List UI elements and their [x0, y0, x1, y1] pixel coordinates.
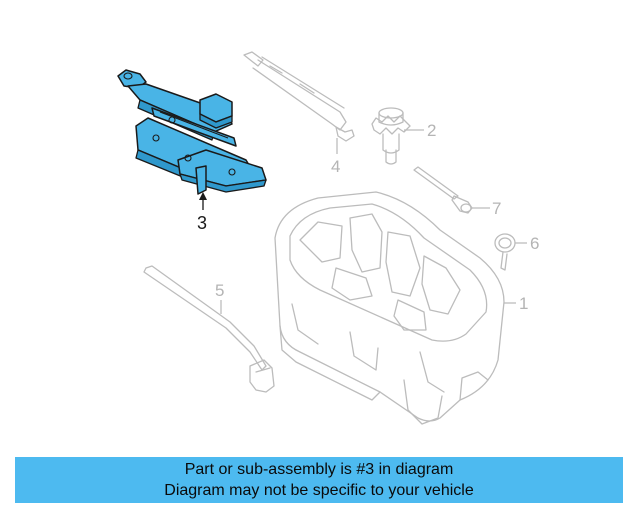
parts-diagram: 1 2 3 4 5 6 7 — [117, 51, 539, 425]
part-5-lug-wrench — [143, 265, 275, 393]
svg-text:2: 2 — [427, 121, 436, 140]
part-7-tool — [413, 166, 473, 214]
info-banner: Part or sub-assembly is #3 in diagram Di… — [15, 457, 623, 503]
callout-1[interactable]: 1 — [504, 294, 528, 313]
callout-3[interactable]: 3 — [197, 192, 207, 233]
part-3-scissor-jack — [117, 69, 267, 195]
part-4-jack-handle — [243, 51, 355, 142]
banner-disclaimer-line: Diagram may not be specific to your vehi… — [164, 482, 474, 499]
svg-text:4: 4 — [331, 157, 340, 176]
part-1-tool-tray — [274, 191, 505, 425]
svg-text:5: 5 — [215, 281, 224, 300]
svg-text:1: 1 — [519, 294, 528, 313]
callout-5[interactable]: 5 — [215, 281, 224, 314]
callout-6[interactable]: 6 — [515, 234, 539, 253]
svg-text:6: 6 — [530, 234, 539, 253]
svg-text:3: 3 — [197, 213, 207, 233]
callout-4[interactable]: 4 — [331, 138, 340, 176]
callout-2[interactable]: 2 — [404, 121, 436, 140]
arrow-up-icon — [199, 192, 207, 200]
callout-7[interactable]: 7 — [472, 199, 501, 218]
banner-part-line: Part or sub-assembly is #3 in diagram — [184, 461, 454, 478]
part-2-holder — [371, 107, 411, 165]
svg-text:7: 7 — [492, 199, 501, 218]
part-6-clip — [494, 233, 516, 271]
